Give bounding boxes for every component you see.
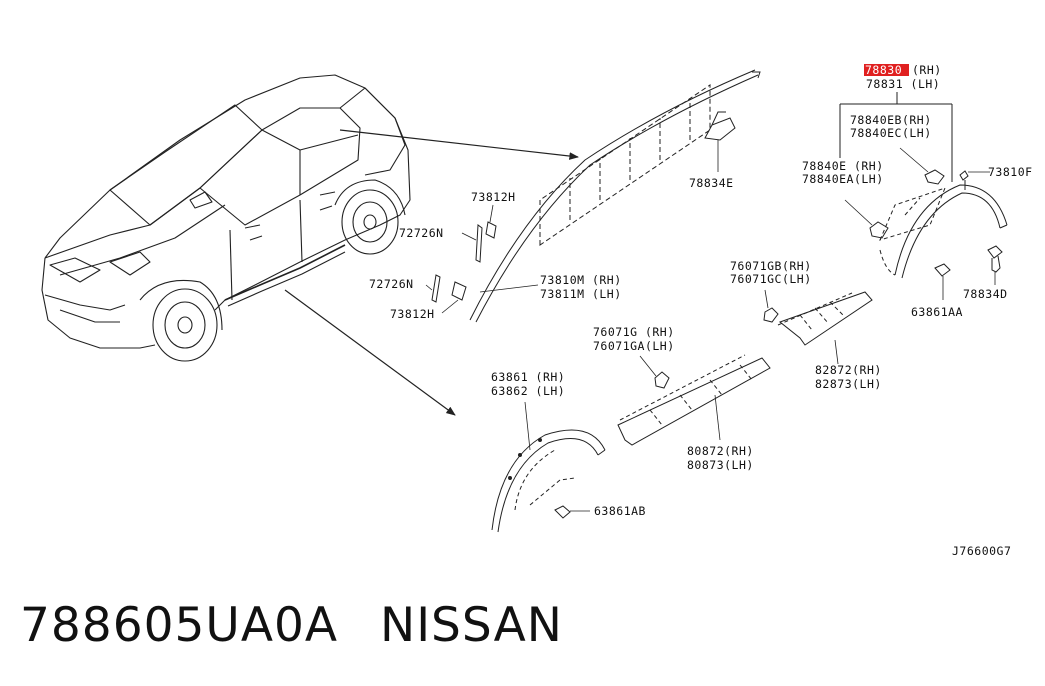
rear-arch-moulding-illustration xyxy=(839,92,1008,300)
label-63861ab[interactable]: 63861AB xyxy=(594,504,646,518)
label-63862[interactable]: 63862 (LH) xyxy=(491,384,565,398)
label-72726n-top[interactable]: 72726N xyxy=(399,226,444,240)
label-78840ec[interactable]: 78840EC(LH) xyxy=(850,126,932,140)
diagram-reference-code: J76600G7 xyxy=(952,544,1011,558)
label-73810f[interactable]: 73810F xyxy=(988,165,1033,179)
label-78834d[interactable]: 78834D xyxy=(963,287,1008,301)
arrow-sill-parts xyxy=(284,289,456,416)
roof-moulding-illustration xyxy=(425,69,761,323)
front-arch-moulding-illustration xyxy=(491,401,606,533)
vehicle-illustration xyxy=(41,74,411,362)
label-72726n-bottom[interactable]: 72726N xyxy=(369,277,414,291)
brand-name: NISSAN xyxy=(380,598,563,653)
label-73811m[interactable]: 73811M (LH) xyxy=(540,287,622,301)
label-78840ea[interactable]: 78840EA(LH) xyxy=(802,172,884,186)
label-63861[interactable]: 63861 (RH) xyxy=(491,370,565,384)
label-82872[interactable]: 82872(RH) xyxy=(815,363,882,377)
label-63861aa[interactable]: 63861AA xyxy=(911,305,963,319)
label-76071gc[interactable]: 76071GC(LH) xyxy=(730,272,812,286)
part-number: 788605UA0A xyxy=(20,598,339,653)
arrow-roof-moulding xyxy=(339,129,579,160)
label-80872[interactable]: 80872(RH) xyxy=(687,444,754,458)
label-73812h-top[interactable]: 73812H xyxy=(471,190,516,204)
label-78830[interactable]: 78830 xyxy=(865,63,902,77)
sill-moulding-illustration xyxy=(617,354,771,446)
label-73810m[interactable]: 73810M (RH) xyxy=(540,273,622,287)
label-78830-side: (RH) xyxy=(912,63,942,77)
label-78840eb[interactable]: 78840EB(RH) xyxy=(850,113,932,127)
label-80873[interactable]: 80873(LH) xyxy=(687,458,754,472)
label-78834e[interactable]: 78834E xyxy=(689,176,734,190)
label-76071gb[interactable]: 76071GB(RH) xyxy=(730,259,812,273)
label-76071ga[interactable]: 76071GA(LH) xyxy=(593,339,675,353)
label-78831[interactable]: 78831 (LH) xyxy=(866,77,940,91)
label-82873[interactable]: 82873(LH) xyxy=(815,377,882,391)
part-number-caption: 788605UA0A NISSAN xyxy=(20,598,563,653)
sill-cover-rear-illustration xyxy=(763,289,873,365)
label-78840e[interactable]: 78840E (RH) xyxy=(802,159,884,173)
label-73812h-bottom[interactable]: 73812H xyxy=(390,307,435,321)
label-76071g[interactable]: 76071G (RH) xyxy=(593,325,675,339)
selected-part-highlight xyxy=(864,64,909,76)
